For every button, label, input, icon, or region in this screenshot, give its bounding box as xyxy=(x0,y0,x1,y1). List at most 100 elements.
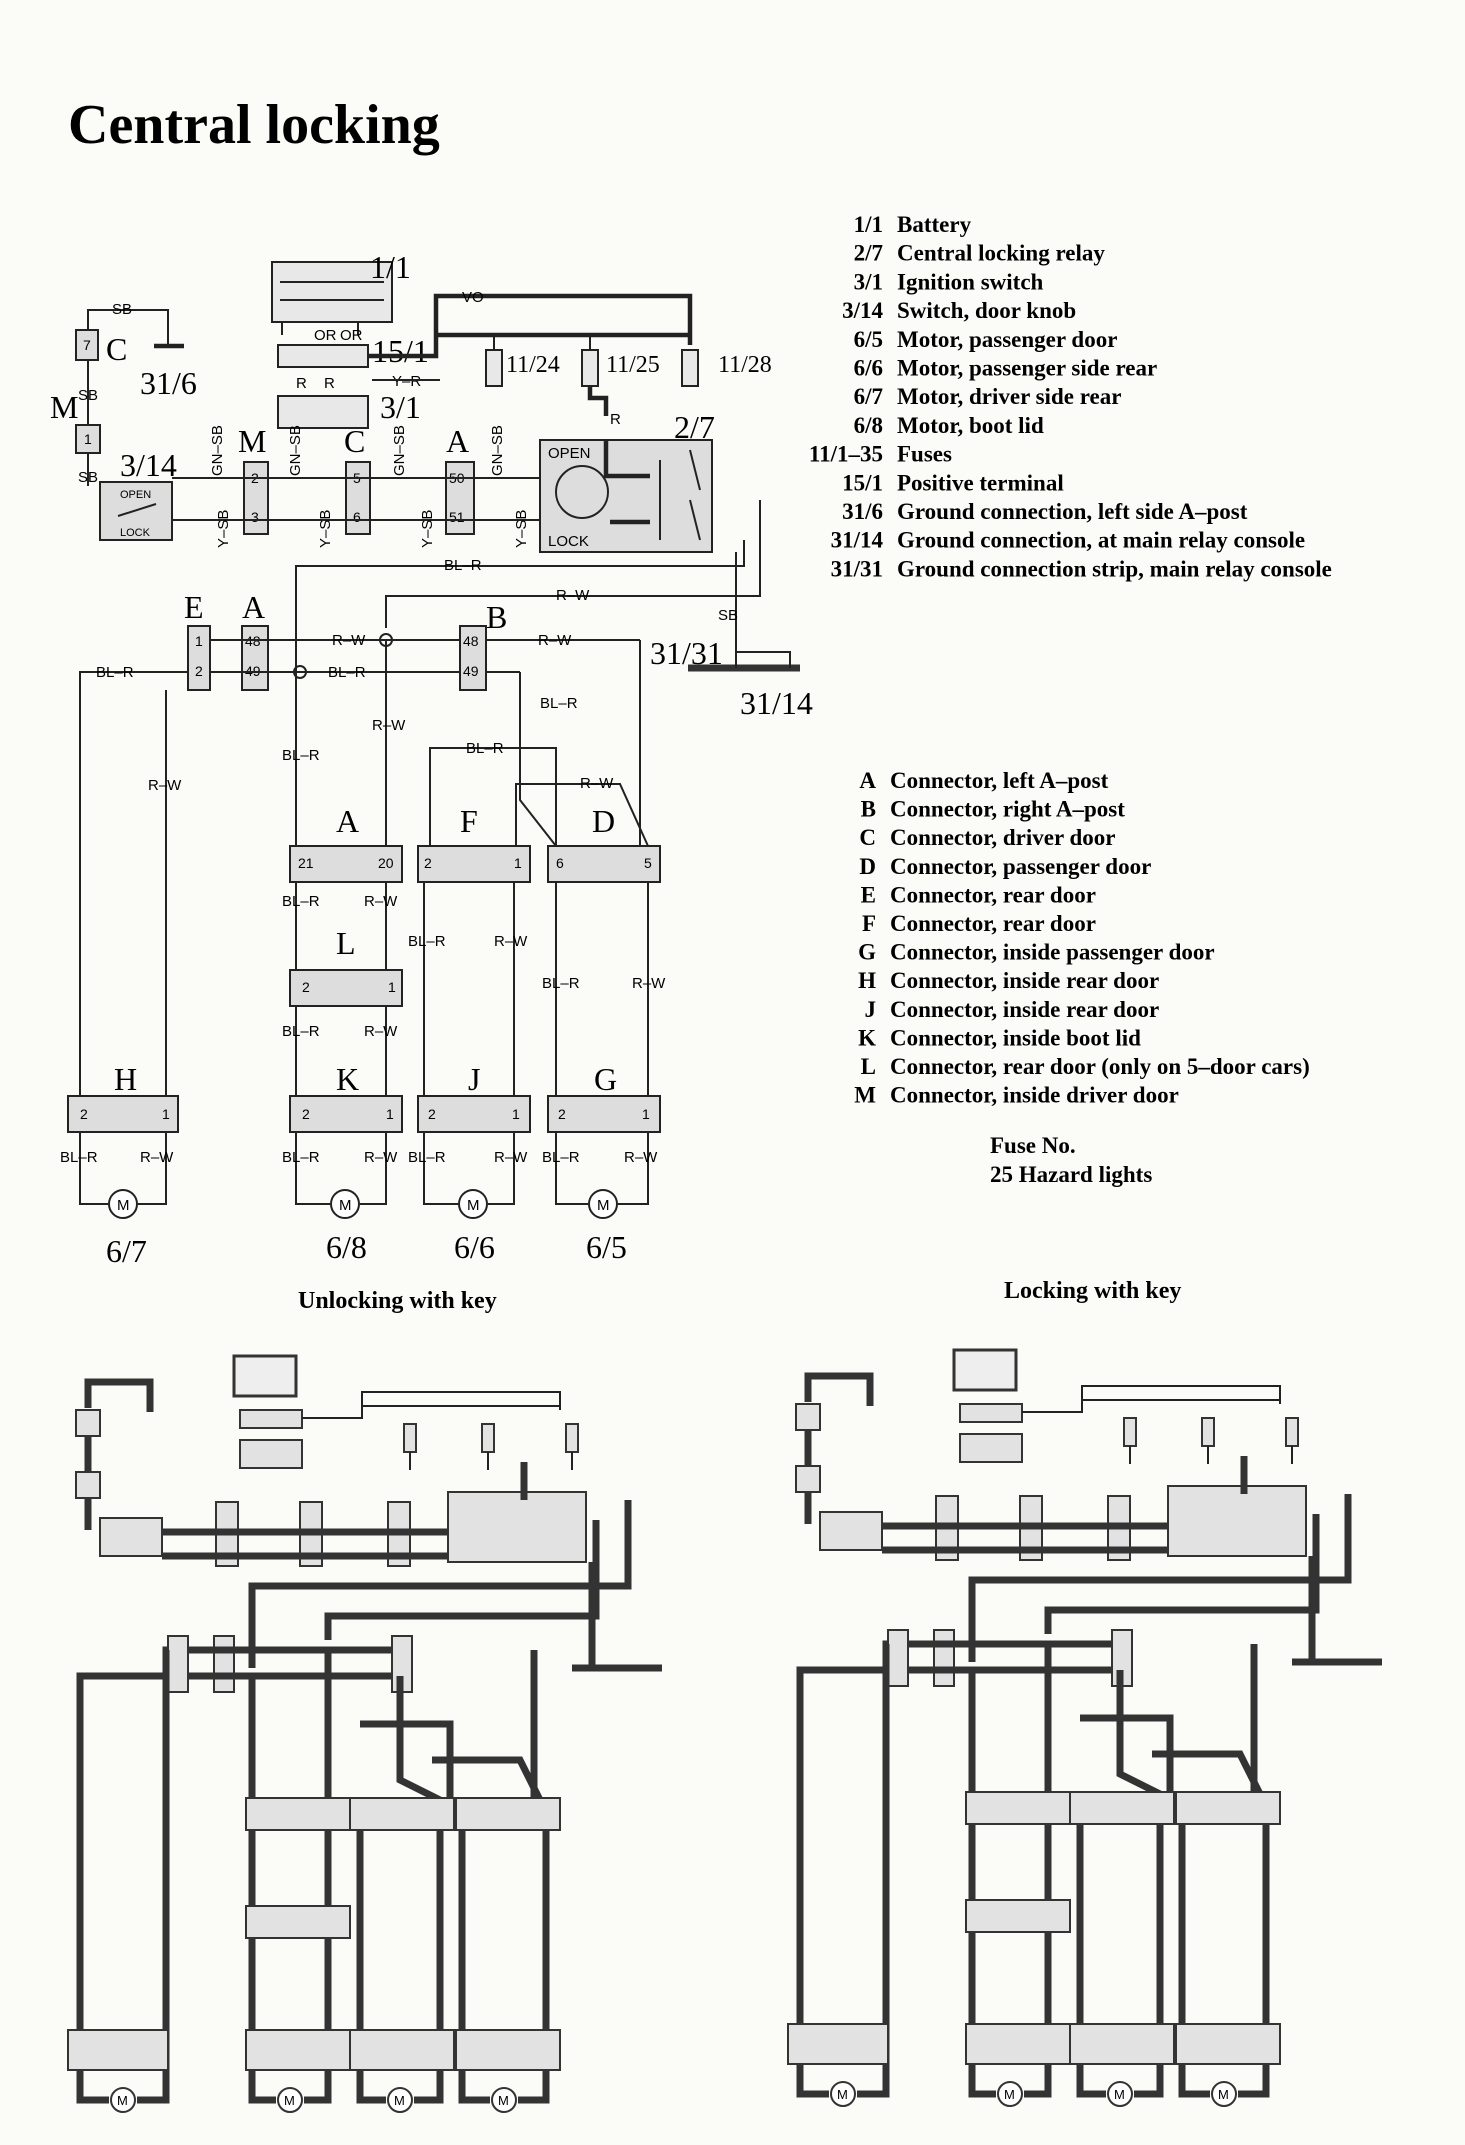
legend-name: Connector, left A–post xyxy=(890,768,1109,793)
legend-name: Central locking relay xyxy=(897,241,1105,266)
svg-text:5: 5 xyxy=(644,855,652,871)
svg-text:1: 1 xyxy=(512,1106,520,1122)
motor-6-5-label: 6/5 xyxy=(586,1229,627,1265)
ignition-switch xyxy=(277,395,369,429)
svg-text:R–W: R–W xyxy=(372,717,406,734)
legend-name: Ignition switch xyxy=(897,269,1044,294)
svg-text:R–W: R–W xyxy=(538,632,572,649)
motor-icon-text: M xyxy=(837,2087,848,2102)
connector-f-label: F xyxy=(460,803,478,839)
legend-name: Connector, passenger door xyxy=(890,854,1151,879)
wire-or-2: OR xyxy=(340,327,363,344)
svg-text:2: 2 xyxy=(195,663,203,679)
svg-text:6: 6 xyxy=(353,509,361,525)
positive-terminal-label: 15/1 xyxy=(372,333,429,369)
wire-r-1: R xyxy=(296,375,307,392)
motor-icon-text: M xyxy=(498,2093,509,2108)
legend-code: 3/1 xyxy=(854,269,883,294)
legend-code: 6/7 xyxy=(854,384,883,409)
svg-text:R–W: R–W xyxy=(364,1149,398,1166)
connector-j-label: J xyxy=(468,1061,480,1097)
svg-text:R–W: R–W xyxy=(148,777,182,794)
wire-bl-r-relay: BL–R xyxy=(444,557,482,574)
battery-label: 1/1 xyxy=(370,249,411,285)
svg-text:BL–R: BL–R xyxy=(540,695,578,712)
door-switch-label: 3/14 xyxy=(120,447,177,483)
connector-d-label: D xyxy=(592,803,615,839)
relay-label: 2/7 xyxy=(674,409,715,445)
legend-code: E xyxy=(861,882,876,907)
legend-code: 31/31 xyxy=(831,556,883,581)
svg-text:BL–R: BL–R xyxy=(282,747,320,764)
motor-6-6-label: 6/6 xyxy=(454,1229,495,1265)
wire-r-w-relay: R–W xyxy=(556,587,590,604)
ignition-switch-label: 3/1 xyxy=(380,389,421,425)
legend-code: F xyxy=(862,911,876,936)
legend-name: Connector, rear door xyxy=(890,911,1096,936)
fuse-11-25 xyxy=(581,349,599,387)
legend-name: Ground connection strip, main relay cons… xyxy=(897,556,1332,581)
page-title: Central locking xyxy=(68,94,440,156)
connector-a-label-mid: A xyxy=(242,589,265,625)
legend-code: 6/5 xyxy=(854,327,883,352)
svg-text:6: 6 xyxy=(556,855,564,871)
wire-sb-left2: SB xyxy=(78,469,98,486)
svg-text:2: 2 xyxy=(428,1106,436,1122)
motor-6-5: M xyxy=(588,1189,618,1219)
connector-m-label-top: M xyxy=(50,389,78,425)
svg-text:2: 2 xyxy=(424,855,432,871)
svg-text:BL–R: BL–R xyxy=(466,740,504,757)
legend-code: J xyxy=(865,997,877,1022)
wire-sb-top: SB xyxy=(112,301,132,318)
legend-name: Fuses xyxy=(897,442,952,467)
svg-text:1: 1 xyxy=(162,1106,170,1122)
positive-terminal-strip xyxy=(277,344,369,368)
svg-text:R–W: R–W xyxy=(624,1149,658,1166)
connector-m-label: M xyxy=(238,423,266,459)
legend-code: G xyxy=(858,940,876,965)
svg-text:R–W: R–W xyxy=(632,975,666,992)
fuse-11-28 xyxy=(681,349,699,387)
svg-text:3: 3 xyxy=(251,509,259,525)
fuse-11-28-label: 11/28 xyxy=(718,352,772,378)
svg-text:1: 1 xyxy=(386,1106,394,1122)
svg-text:48: 48 xyxy=(463,633,479,649)
svg-text:1: 1 xyxy=(388,979,396,995)
fuse-note-line: 25 Hazard lights xyxy=(990,1162,1152,1187)
legend-code: L xyxy=(861,1054,876,1079)
svg-text:M: M xyxy=(467,1197,480,1214)
svg-text:BL–R: BL–R xyxy=(408,933,446,950)
legend-name: Connector, inside boot lid xyxy=(890,1025,1141,1050)
legend-name: Positive terminal xyxy=(897,470,1064,495)
legend-name: Connector, inside rear door xyxy=(890,968,1159,993)
svg-text:R–W: R–W xyxy=(494,933,528,950)
motor-icon-text: M xyxy=(1114,2087,1125,2102)
motor-6-8-label: 6/8 xyxy=(326,1229,367,1265)
connector-h-label: H xyxy=(114,1061,137,1097)
wire-or-1: OR xyxy=(314,327,337,344)
locking-caption: Locking with key xyxy=(1004,1278,1181,1304)
svg-text:7: 7 xyxy=(83,337,91,353)
svg-text:R–W: R–W xyxy=(364,893,398,910)
ground-strip-label: 31/31 xyxy=(650,635,723,671)
relay-open-text: OPEN xyxy=(548,445,591,462)
legend-code: 31/6 xyxy=(842,499,883,524)
motor-6-6: M xyxy=(458,1189,488,1219)
legend-name: Motor, passenger door xyxy=(897,327,1117,352)
connector-k-label: K xyxy=(336,1061,359,1097)
fuse-11-24 xyxy=(485,349,503,387)
svg-text:Y–SB: Y–SB xyxy=(317,510,334,548)
svg-text:20: 20 xyxy=(378,855,394,871)
legend-name: Motor, boot lid xyxy=(897,413,1044,438)
legend-name: Connector, inside rear door xyxy=(890,997,1159,1022)
svg-text:2: 2 xyxy=(302,979,310,995)
legend-code: H xyxy=(858,968,876,993)
svg-text:LOCK: LOCK xyxy=(120,527,151,539)
fuse-note-heading: Fuse No. xyxy=(990,1133,1076,1158)
svg-text:49: 49 xyxy=(463,663,479,679)
connector-a-label-low: A xyxy=(336,803,359,839)
svg-text:BL–R: BL–R xyxy=(60,1149,98,1166)
